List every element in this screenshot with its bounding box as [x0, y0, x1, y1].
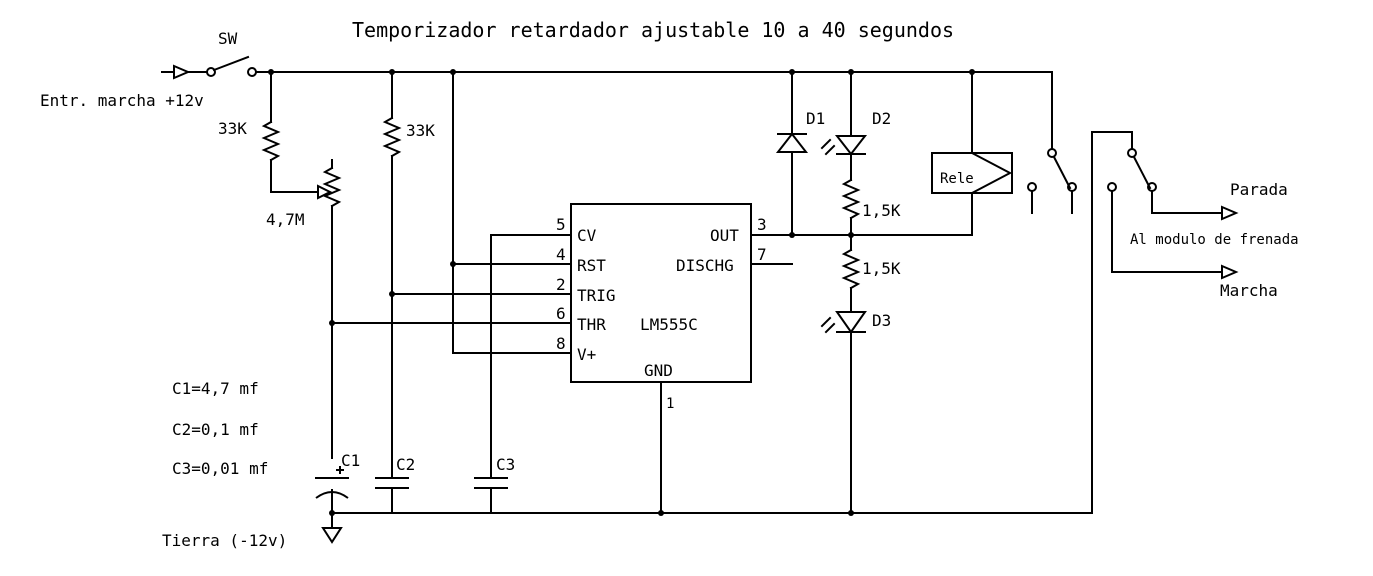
- r1-label: 33K: [218, 119, 247, 138]
- relay-contact-2: [1091, 131, 1239, 514]
- resistor-r2: [382, 71, 402, 479]
- power-switch-sw: [212, 55, 257, 77]
- relay-coil: [931, 71, 1013, 236]
- r4-label: 1,5K: [862, 259, 901, 278]
- switch-label: SW: [218, 29, 238, 48]
- diode-d1: [775, 71, 809, 236]
- positive-rail: [255, 71, 1053, 149]
- capacitor-c3: [474, 477, 508, 514]
- led-d2: [820, 71, 868, 181]
- supply-label: Entr. marcha +12v: [40, 91, 204, 110]
- ic-name: LM555C: [640, 315, 698, 334]
- c2-value: C2=0,1 mf: [172, 420, 259, 439]
- potentiometer: [322, 159, 342, 459]
- junction-dots: [268, 69, 975, 516]
- pin-cv-label: CV: [577, 226, 597, 245]
- pin-gnd-num: 1: [666, 396, 674, 412]
- pin-trig-num: 2: [556, 275, 566, 294]
- pin-dischg-label: DISCHG: [676, 256, 734, 275]
- capacitor-c1: [315, 466, 349, 529]
- ground-symbol: [321, 527, 343, 544]
- output-module-label: Al modulo de frenada: [1130, 232, 1299, 248]
- pin-vplus-num: 8: [556, 334, 566, 353]
- input-terminal: [161, 64, 216, 80]
- relay-contact-1: [1027, 148, 1077, 214]
- pin-cv-num: 5: [556, 215, 566, 234]
- pot-label: 4,7M: [266, 210, 305, 229]
- pin-trig-label: TRIG: [577, 286, 616, 305]
- c1-label: C1: [341, 451, 360, 470]
- c3-value: C3=0,01 mf: [172, 459, 268, 478]
- c3-label: C3: [496, 455, 515, 474]
- pin-gnd-label: GND: [644, 361, 673, 380]
- c2-label: C2: [396, 455, 415, 474]
- resistor-r4: [841, 248, 861, 313]
- capacitor-c2: [375, 477, 409, 514]
- pin-dischg-num: 7: [757, 245, 767, 264]
- resistor-r3: [841, 178, 861, 251]
- c1-value: C1=4,7 mf: [172, 379, 259, 398]
- pin-thr-num: 6: [556, 304, 566, 323]
- output-marcha-label: Marcha: [1220, 281, 1278, 300]
- diagram-title: Temporizador retardador ajustable 10 a 4…: [352, 18, 954, 42]
- relay-label: Rele: [940, 171, 974, 187]
- pin-rst-num: 4: [556, 245, 566, 264]
- ground-label: Tierra (-12v): [162, 531, 287, 550]
- led-d3: [820, 311, 867, 514]
- pin-out-num: 3: [757, 215, 767, 234]
- pin-thr-label: THR: [577, 315, 606, 334]
- d1-label: D1: [806, 109, 825, 128]
- resistor-r1: [261, 71, 333, 200]
- pin-vplus-label: V+: [577, 345, 596, 364]
- r3-label: 1,5K: [862, 201, 901, 220]
- output-parada-label: Parada: [1230, 180, 1288, 199]
- d2-label: D2: [872, 109, 891, 128]
- pin-out-label: OUT: [710, 226, 739, 245]
- r2-label: 33K: [406, 121, 435, 140]
- d3-label: D3: [872, 311, 891, 330]
- pin-rst-label: RST: [577, 256, 606, 275]
